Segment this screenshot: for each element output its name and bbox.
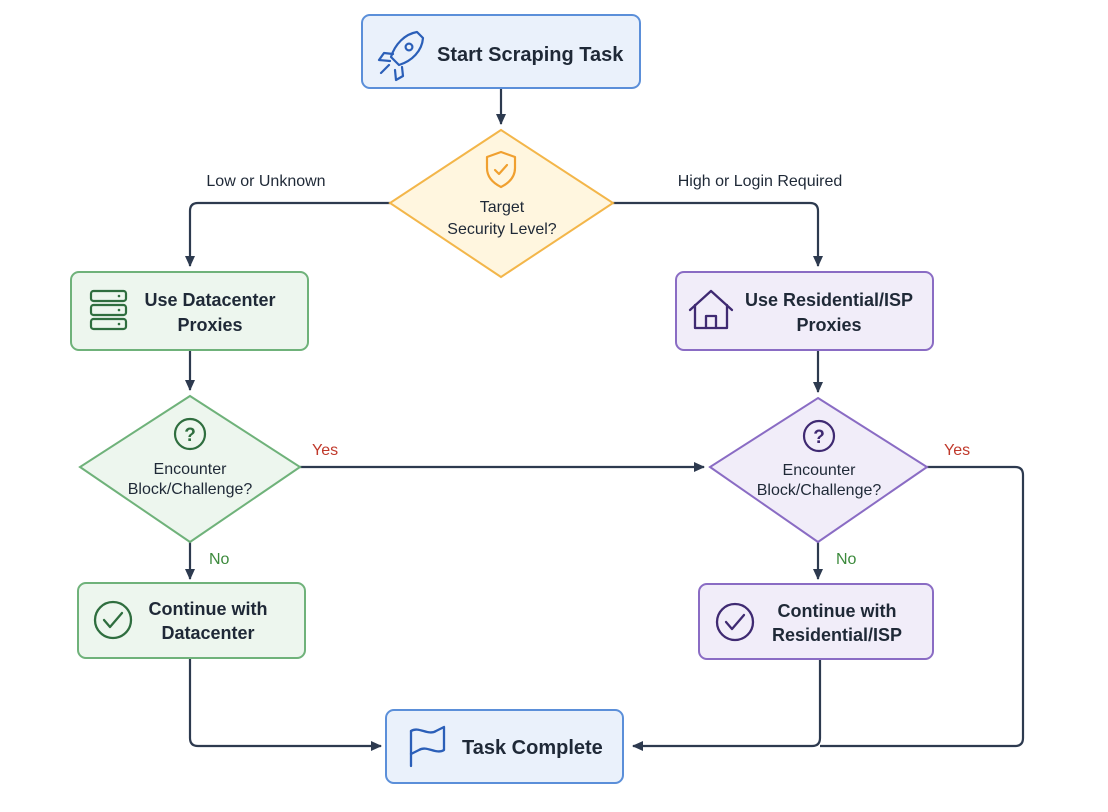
datacenter-line-1: Use Datacenter [144, 290, 275, 310]
edge-label-dc-yes: Yes [312, 442, 338, 459]
continue-datacenter-node: Continue with Datacenter [77, 582, 306, 659]
complete-label: Task Complete [462, 737, 603, 759]
dc-block-decision-node: ? Encounter Block/Challenge? [78, 394, 302, 544]
security-decision-line-2: Security Level? [447, 221, 556, 238]
question-icon: ? [173, 417, 207, 451]
rocket-icon [377, 30, 425, 82]
security-decision-node: Target Security Level? [388, 128, 615, 279]
continue-residential-node: Continue with Residential/ISP [698, 583, 934, 660]
check-circle-icon [715, 602, 755, 642]
edge-security-to-datacenter [185, 201, 390, 267]
continue-res-line-1: Continue with [778, 601, 897, 621]
datacenter-node: Use Datacenter Proxies [70, 271, 309, 351]
check-circle-icon [93, 600, 133, 640]
edge-continue-res-to-complete [632, 660, 822, 751]
edge-security-to-residential [613, 201, 823, 267]
svg-text:?: ? [184, 425, 196, 446]
continue-dc-line-2: Datacenter [161, 623, 254, 643]
continue-dc-line-1: Continue with [149, 599, 268, 619]
start-label: Start Scraping Task [437, 44, 624, 66]
edge-res-yes-to-complete [820, 465, 1025, 748]
flag-icon [409, 725, 446, 768]
residential-line-2: Proxies [796, 315, 861, 335]
server-icon [89, 289, 128, 331]
connectors [185, 88, 1025, 751]
house-icon [688, 289, 734, 330]
security-decision-line-1: Target [480, 199, 525, 216]
datacenter-line-2: Proxies [177, 315, 242, 335]
edge-label-low: Low or Unknown [206, 173, 325, 190]
shield-check-icon [485, 150, 517, 189]
residential-line-1: Use Residential/ISP [745, 290, 913, 310]
task-complete-node: Task Complete [385, 709, 624, 784]
edge-continue-dc-to-complete [188, 658, 382, 751]
res-block-line-1: Encounter [783, 462, 857, 479]
edge-label-res-yes: Yes [944, 442, 970, 459]
edge-label-res-no: No [836, 551, 857, 568]
start-node: Start Scraping Task [361, 14, 641, 89]
svg-text:?: ? [813, 427, 825, 448]
res-block-line-2: Block/Challenge? [757, 482, 882, 499]
continue-res-line-2: Residential/ISP [772, 625, 902, 645]
residential-node: Use Residential/ISP Proxies [675, 271, 934, 351]
question-icon: ? [802, 419, 836, 453]
edge-label-dc-no: No [209, 551, 230, 568]
dc-block-line-2: Block/Challenge? [128, 481, 253, 498]
dc-block-line-1: Encounter [154, 461, 228, 478]
edge-label-high: High or Login Required [678, 173, 843, 190]
res-block-decision-node: ? Encounter Block/Challenge? [708, 396, 929, 544]
